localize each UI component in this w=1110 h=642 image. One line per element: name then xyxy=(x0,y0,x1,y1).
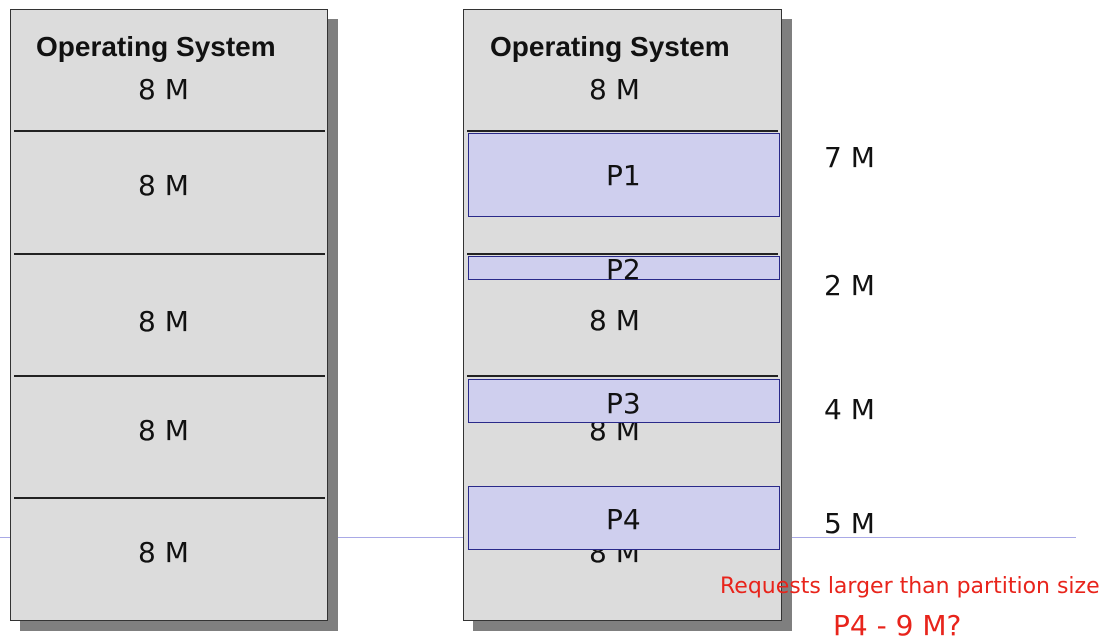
process-p2-label: P2 xyxy=(606,253,641,286)
left-partition-2-size: 8 M xyxy=(138,305,189,338)
process-p4-label: P4 xyxy=(606,503,641,536)
right-divider-1 xyxy=(467,130,778,132)
process-p2-size: 2 M xyxy=(824,269,875,302)
process-p1-box xyxy=(468,133,780,217)
left-partition-3-size: 8 M xyxy=(138,414,189,447)
process-p2-box xyxy=(468,256,780,280)
process-p1-size: 7 M xyxy=(824,141,875,174)
process-p4-box xyxy=(468,486,780,550)
left-divider-1 xyxy=(14,130,325,132)
left-os-title: Operating System xyxy=(36,31,276,62)
process-p3-label: P3 xyxy=(606,387,641,420)
right-os-size: 8 M xyxy=(589,73,640,106)
left-divider-2 xyxy=(14,253,325,255)
left-os-size: 8 M xyxy=(138,73,189,106)
oversize-request-note: Requests larger than partition size xyxy=(720,574,1100,599)
right-partition-2-size: 8 M xyxy=(589,304,640,337)
left-memory-block xyxy=(10,9,328,621)
process-p4-size: 5 M xyxy=(824,507,875,540)
right-os-title: Operating System xyxy=(490,31,730,62)
oversize-request-example: P4 - 9 M? xyxy=(833,609,962,642)
process-p1-label: P1 xyxy=(606,159,641,192)
process-p3-box xyxy=(468,379,780,423)
left-partition-1-size: 8 M xyxy=(138,169,189,202)
left-partition-4-size: 8 M xyxy=(138,536,189,569)
process-p3-size: 4 M xyxy=(824,393,875,426)
right-divider-3 xyxy=(467,375,778,377)
right-divider-2 xyxy=(467,253,778,255)
left-divider-3 xyxy=(14,375,325,377)
left-divider-4 xyxy=(14,497,325,499)
